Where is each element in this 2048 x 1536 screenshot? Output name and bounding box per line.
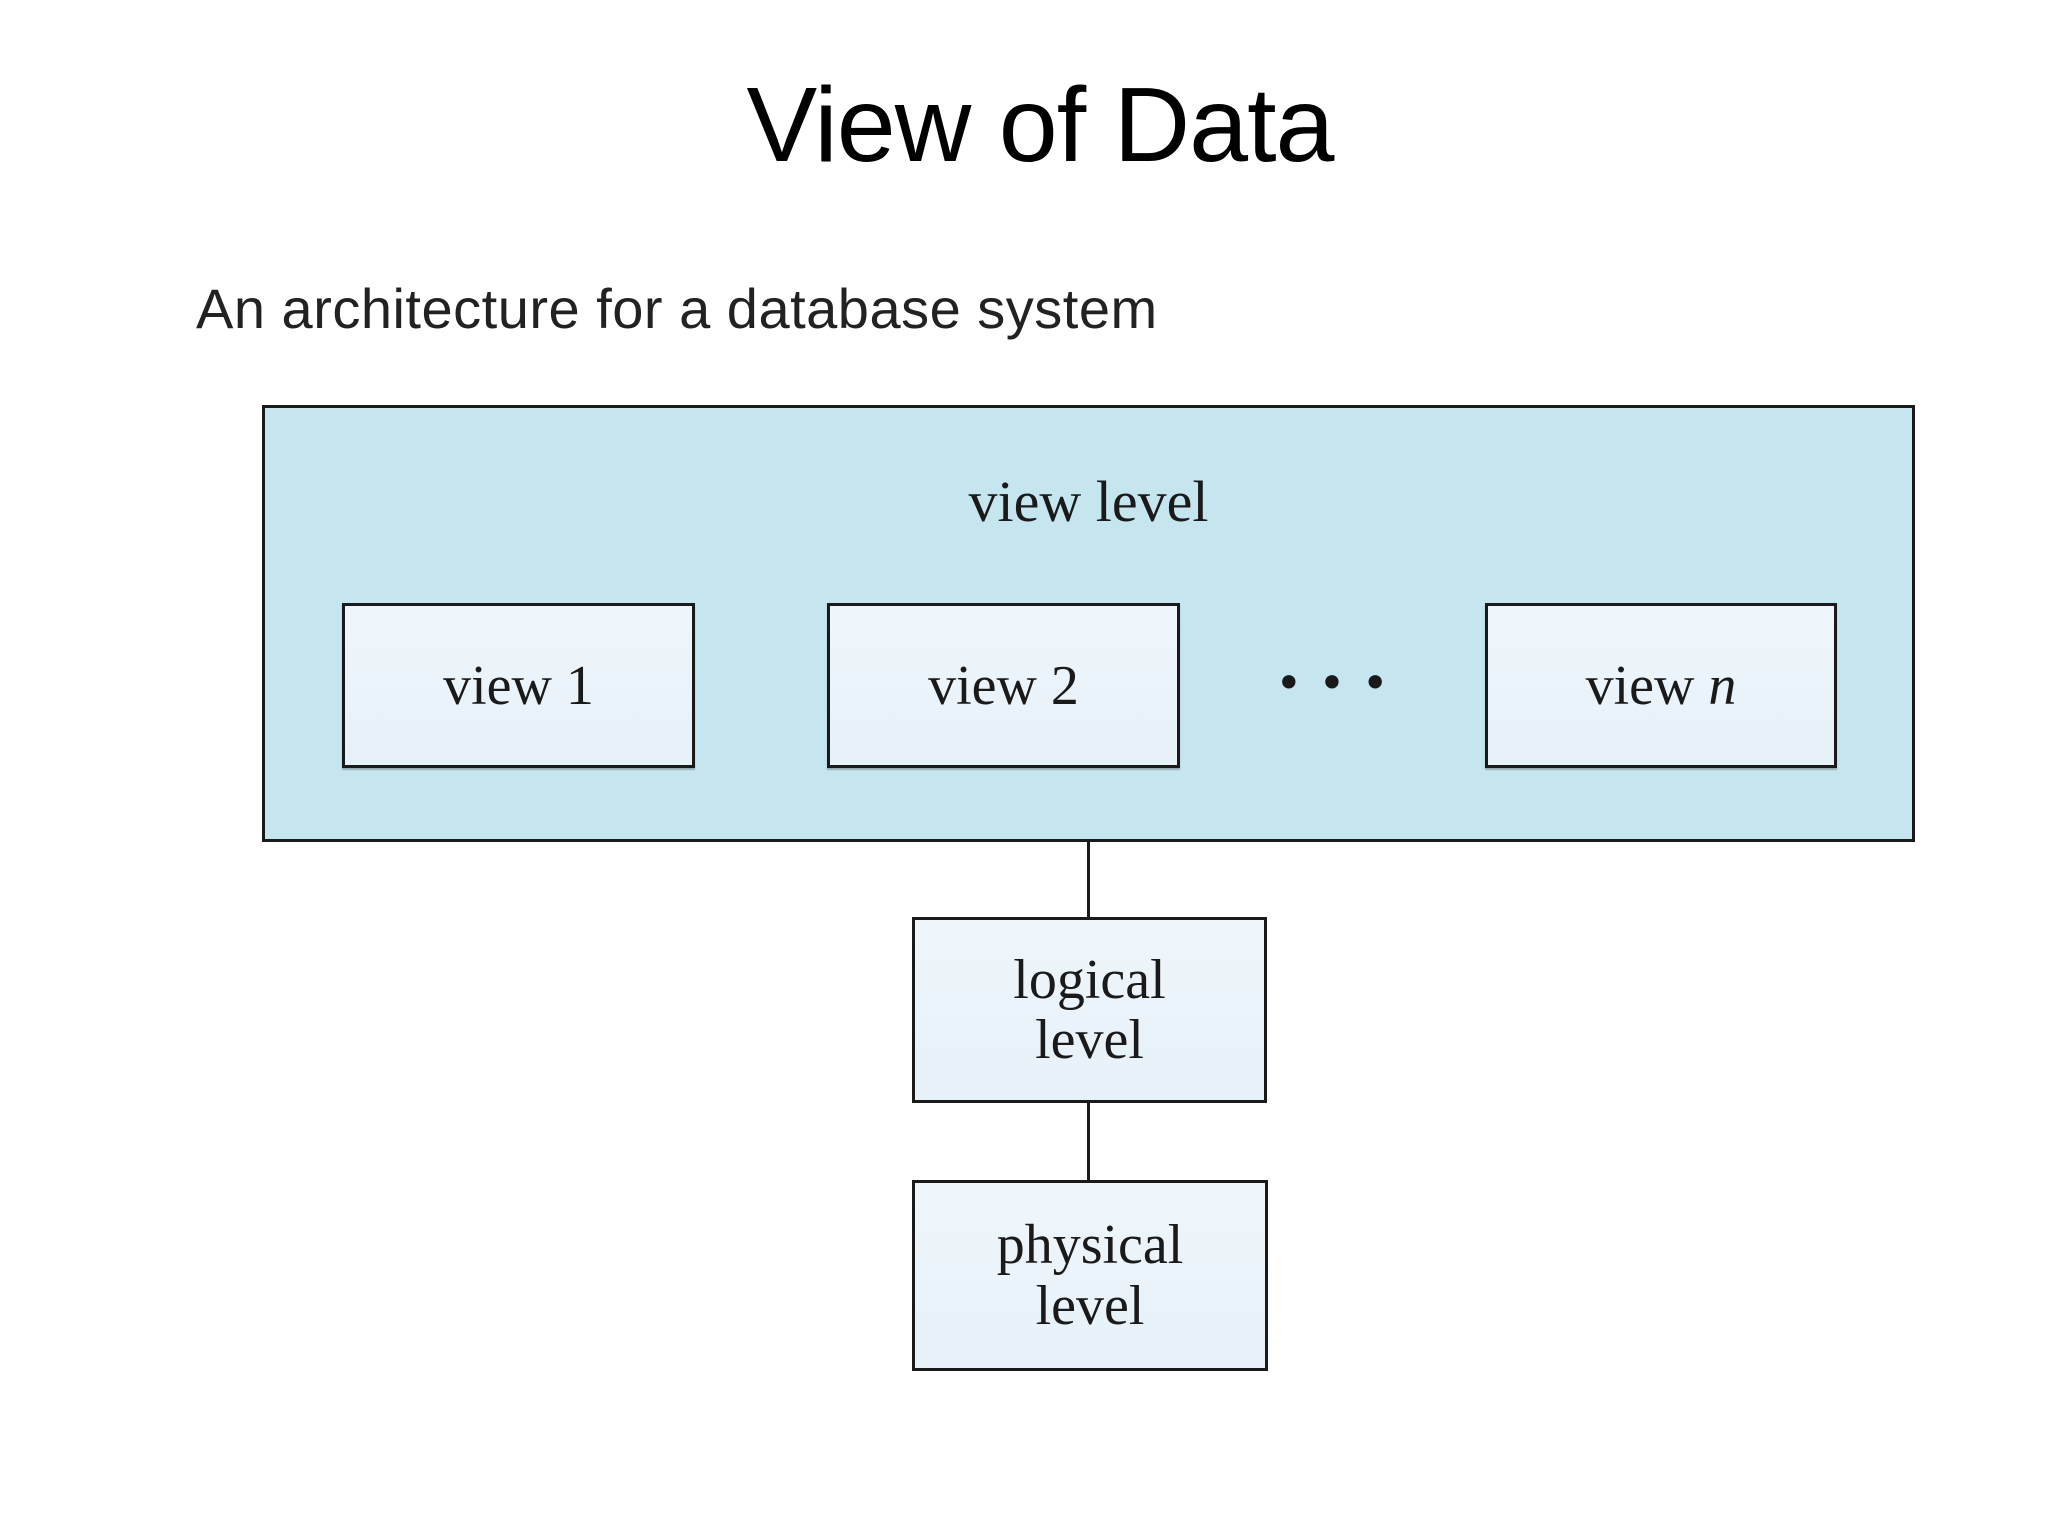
view-1-label: view 1 [443,654,594,717]
page-title: View of Data [746,66,1334,184]
ellipsis-dots: ••• [1275,656,1405,710]
connector-logical-physical [1087,1101,1090,1183]
physical-level-label: physical level [996,1214,1184,1337]
physical-level-box: physical level [912,1180,1268,1371]
logical-level-label: logical level [1013,948,1166,1071]
logical-level-box: logical level [912,917,1267,1103]
view-n-box: view n [1485,603,1837,768]
view-1-box: view 1 [342,603,695,768]
view-2-label: view 2 [928,654,1079,717]
connector-viewlevel-logical [1087,839,1090,919]
view-level-label: view level [968,469,1209,534]
view-2-box: view 2 [827,603,1180,768]
view-n-label: view n [1585,654,1737,717]
slide-subtitle: An architecture for a database system [196,277,1158,340]
